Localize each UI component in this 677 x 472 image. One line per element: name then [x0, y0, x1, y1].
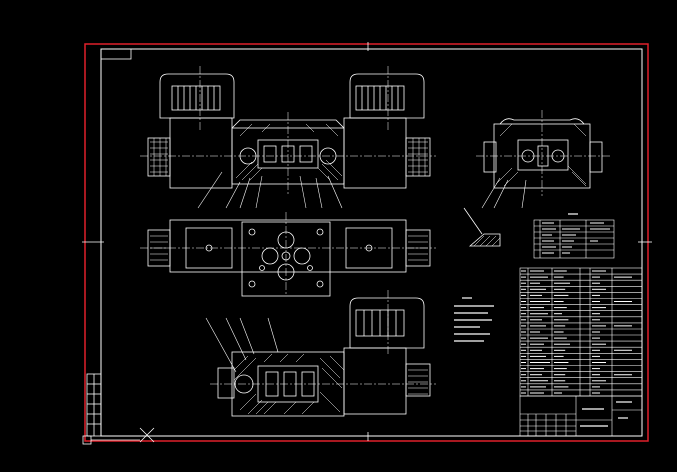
- inner-frame: [100, 48, 643, 437]
- section-hatching: [233, 353, 345, 415]
- outer-frame: [84, 43, 649, 442]
- origin-marker: [82, 427, 155, 445]
- section-centerlines: [210, 290, 436, 385]
- detail-seal[interactable]: [463, 207, 501, 247]
- left-zone-strip: [86, 373, 102, 437]
- title-block-text-strokes: [580, 401, 632, 427]
- bill-of-materials[interactable]: [519, 267, 643, 397]
- side-centerlines: [476, 110, 610, 196]
- side-leaders: [481, 177, 527, 209]
- left-knurl: [150, 138, 168, 176]
- frame-center-marks: [82, 42, 652, 441]
- detail-table[interactable]: [533, 213, 615, 259]
- detail-table-text: [542, 222, 610, 254]
- side-hatching: [495, 123, 587, 187]
- title-block[interactable]: [519, 395, 643, 437]
- right-knurl: [408, 138, 428, 176]
- section-leaders: [205, 317, 279, 373]
- notes-text-strokes: [454, 297, 494, 342]
- technical-notes: [454, 297, 494, 342]
- front-centerlines: [140, 66, 436, 194]
- plan-view[interactable]: [147, 219, 431, 297]
- bom-text-strokes: [521, 270, 632, 394]
- section-knurl: [408, 369, 428, 395]
- front-hatching: [235, 123, 343, 181]
- front-leaders: [197, 171, 343, 209]
- drawing-tag-box: [100, 48, 132, 60]
- plan-centerlines: [140, 212, 436, 296]
- bom-row-lines: [520, 273, 642, 391]
